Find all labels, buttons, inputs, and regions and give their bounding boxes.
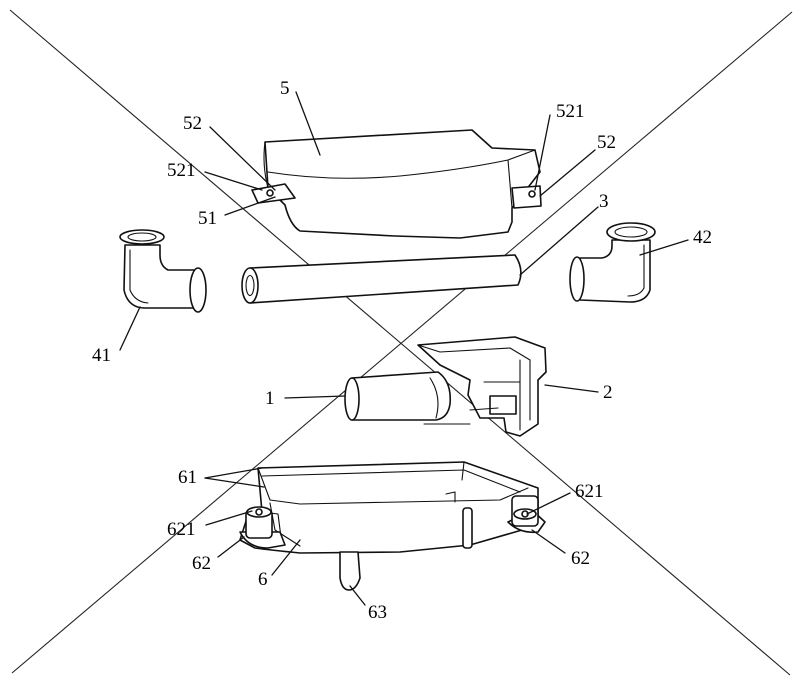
label-3: 3 <box>599 191 609 212</box>
label-521-right: 521 <box>556 101 585 122</box>
upper-housing <box>251 129 542 239</box>
callout-labels: 5 52 521 51 521 52 3 42 41 1 2 61 621 62… <box>92 78 712 623</box>
cross-line-1 <box>9 9 791 676</box>
label-62-right: 62 <box>571 548 590 569</box>
label-5: 5 <box>280 78 290 99</box>
label-52-left: 52 <box>183 113 202 134</box>
right-elbow <box>569 222 656 303</box>
left-elbow-top-flange <box>119 229 165 245</box>
label-1: 1 <box>265 388 275 409</box>
bracket-clip <box>489 395 517 415</box>
label-62-left: 62 <box>192 553 211 574</box>
label-41: 41 <box>92 345 111 366</box>
cross-line-2 <box>11 11 793 674</box>
lower-tray <box>239 461 546 591</box>
tray-post <box>462 507 473 549</box>
label-521-left: 521 <box>167 160 196 181</box>
left-elbow-side-flange <box>189 267 207 313</box>
straight-pipe <box>241 254 522 304</box>
label-621-right: 621 <box>575 481 604 502</box>
label-6: 6 <box>258 569 268 590</box>
label-2: 2 <box>603 382 613 403</box>
label-42: 42 <box>693 227 712 248</box>
label-621-left: 621 <box>167 519 196 540</box>
label-52-right: 52 <box>597 132 616 153</box>
right-elbow-side-flange <box>569 256 585 302</box>
right-lug <box>511 185 542 209</box>
cylinder <box>344 371 499 425</box>
left-elbow <box>119 229 207 313</box>
label-61: 61 <box>178 467 197 488</box>
left-lug-hole <box>266 189 274 197</box>
cylinder-end <box>344 377 360 421</box>
right-elbow-top-flange <box>606 222 656 242</box>
leader-lines <box>119 91 689 606</box>
drain-spout <box>339 551 361 591</box>
cancellation-cross <box>9 9 793 676</box>
label-63: 63 <box>368 602 387 623</box>
pipe-left-end <box>241 267 259 304</box>
right-lug-hole <box>528 190 536 198</box>
label-51: 51 <box>198 208 217 229</box>
bracket <box>417 336 547 437</box>
